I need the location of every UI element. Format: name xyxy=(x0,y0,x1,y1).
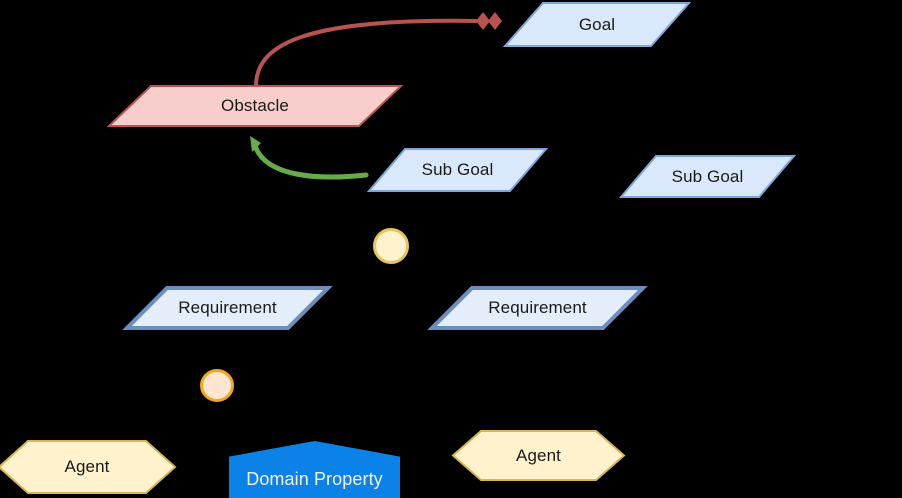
node-shape-parallelogram xyxy=(427,286,648,330)
node-sub-goal-1[interactable]: Sub Goal xyxy=(366,148,549,192)
node-shape-hexagon xyxy=(451,430,626,481)
node-refinement-1[interactable] xyxy=(373,228,409,264)
node-shape-parallelogram xyxy=(122,286,333,330)
edge-refinement[interactable] xyxy=(629,47,701,155)
edge-resolution[interactable] xyxy=(251,139,369,180)
edge-obstruction[interactable] xyxy=(254,18,478,88)
edge-refinement[interactable] xyxy=(390,191,456,229)
node-shape-parallelogram xyxy=(618,155,797,198)
edge-assignment[interactable] xyxy=(89,401,214,442)
edge-refinement[interactable] xyxy=(216,329,226,370)
edge-assignment[interactable] xyxy=(536,329,540,431)
node-shape-parallelogram xyxy=(106,85,404,127)
node-shape-hexagon xyxy=(0,440,177,494)
node-agent-1[interactable]: Agent xyxy=(0,440,177,494)
node-requirement-1[interactable]: Requirement xyxy=(122,286,333,330)
node-domain-property[interactable]: Domain Property xyxy=(229,440,400,498)
node-requirement-2[interactable]: Requirement xyxy=(427,286,648,330)
obstruction-marker-icon xyxy=(476,12,502,30)
edge-refinement[interactable] xyxy=(399,262,541,288)
node-shape-parallelogram xyxy=(502,1,692,47)
edge-refinement[interactable] xyxy=(229,262,382,288)
node-sub-goal-2[interactable]: Sub Goal xyxy=(618,155,797,198)
node-shape-circle xyxy=(373,228,409,264)
node-shape-home-pentagon xyxy=(229,440,400,498)
node-goal[interactable]: Goal xyxy=(502,1,692,47)
node-agent-2[interactable]: Agent xyxy=(451,430,626,481)
edge-assignment[interactable] xyxy=(221,401,301,442)
node-obstacle[interactable]: Obstacle xyxy=(106,85,404,127)
resolution-arrowhead-icon xyxy=(250,136,261,152)
node-shape-parallelogram xyxy=(366,148,549,192)
node-refinement-2[interactable] xyxy=(200,369,234,402)
edge-refinement[interactable] xyxy=(469,47,561,148)
node-shape-circle xyxy=(200,369,234,402)
